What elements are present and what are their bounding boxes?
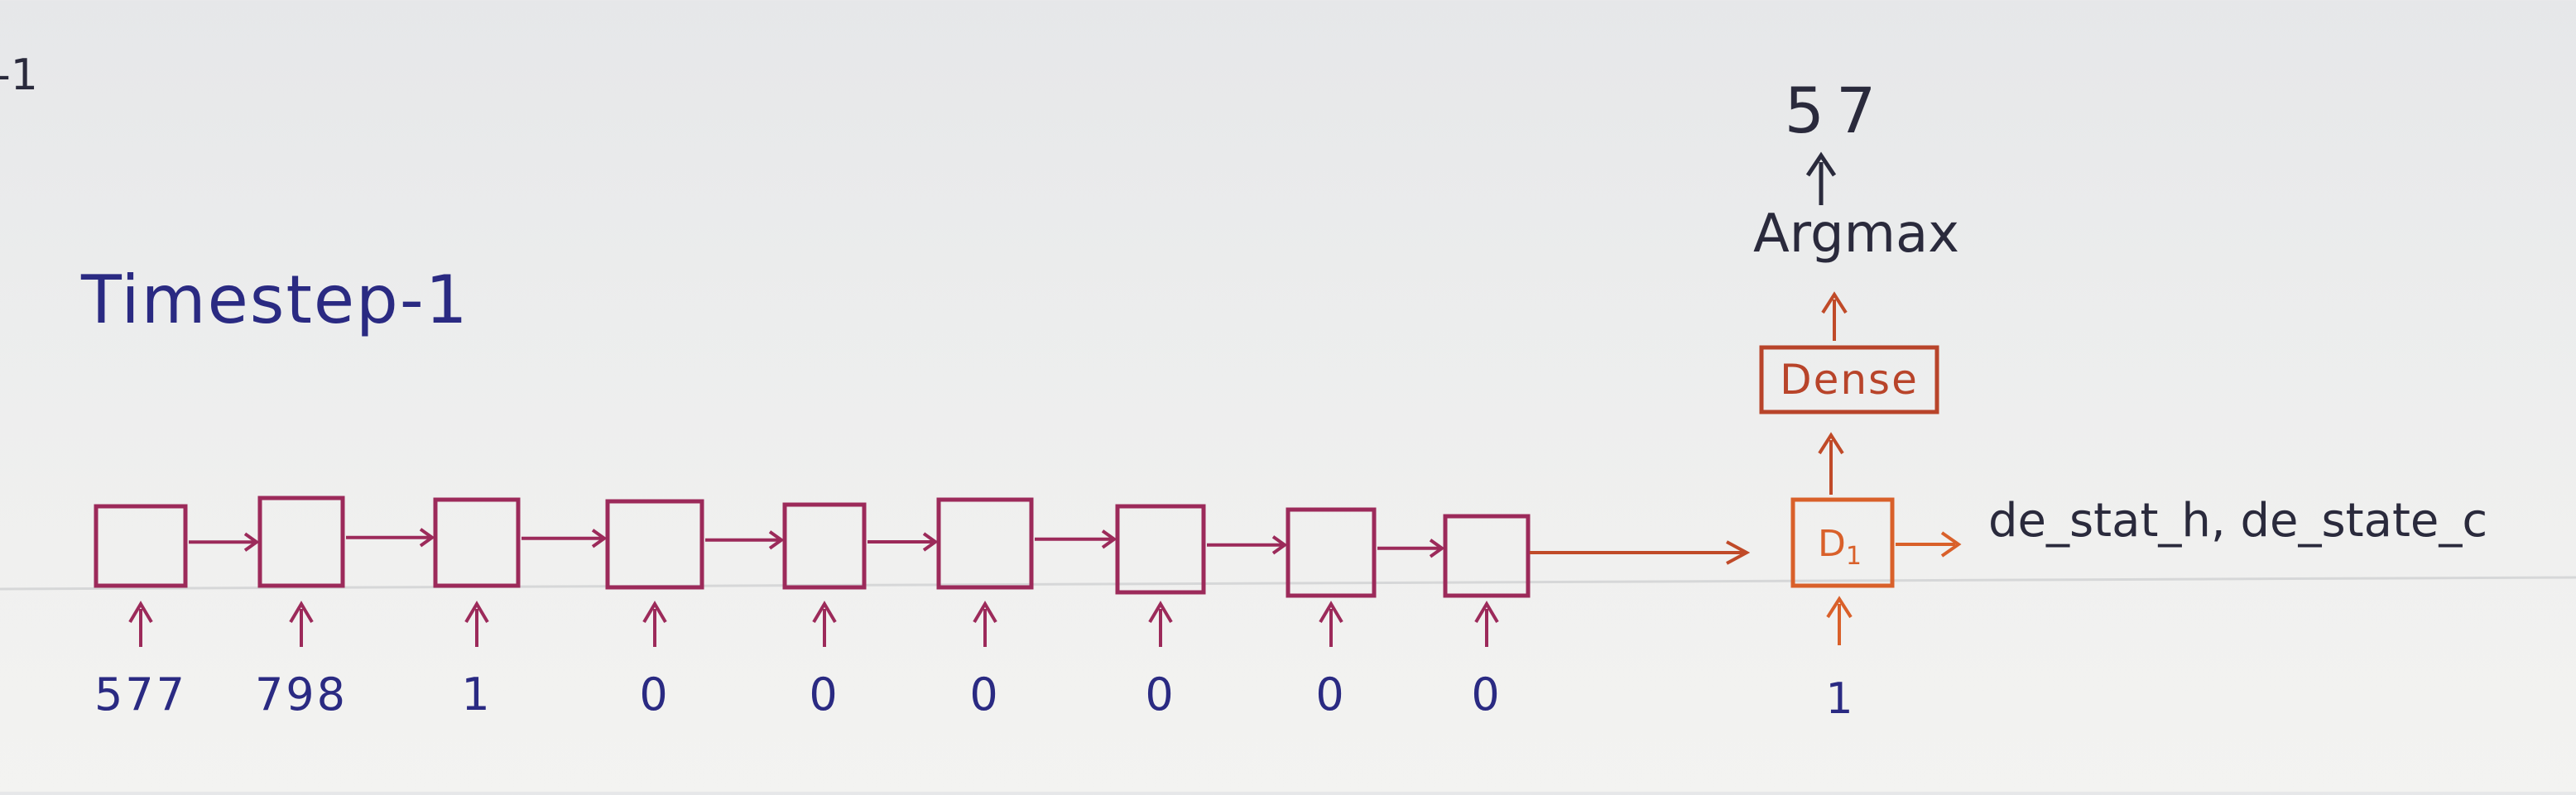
encoder-state-arrowhead	[1271, 535, 1288, 555]
encoder-state-arrowhead	[419, 528, 435, 548]
encoder-input-arrowhead	[289, 601, 314, 624]
dense-to-argmax-arrowhead	[1821, 291, 1848, 314]
encoder-state-arrowhead	[1429, 539, 1445, 558]
decoder-input-arrowhead	[1826, 596, 1853, 619]
decoder-state-output-label: de_stat_h, de_state_c	[1988, 494, 2487, 548]
encoder-cell	[257, 496, 345, 588]
argmax-to-prediction-arrowhead	[1805, 151, 1837, 177]
dense-layer-label: Dense	[1780, 356, 1919, 404]
decoder-block: D1 1 de_stat_h, de_state_c Dense Argmax	[1530, 74, 2487, 724]
encoder-cell	[605, 499, 704, 590]
encoder-input-value: 0	[639, 668, 670, 721]
encoder-cell	[782, 502, 867, 590]
decoder-input-value: 1	[1825, 674, 1853, 724]
encoder-state-arrowhead	[591, 529, 608, 548]
diagram-title: Timestep-1	[80, 261, 469, 338]
encoder-input-value: 0	[1145, 668, 1175, 721]
decoder-cell-label: D1	[1818, 523, 1862, 571]
encoder-cell	[433, 497, 521, 588]
edge-label: -1	[0, 50, 38, 100]
encoder-input-value: 1	[461, 668, 492, 721]
decoder-cell-d1	[1790, 497, 1895, 588]
encoder-cell	[94, 504, 188, 588]
encoder-input-value: 0	[1471, 668, 1502, 721]
dense-layer-box	[1759, 345, 1939, 414]
encoder-input-arrowhead	[1319, 601, 1343, 624]
encoder-state-arrowhead	[1101, 529, 1117, 549]
encoder-chain: 577 798 1 0 0 0 0 0 0	[94, 496, 1531, 721]
encoder-input-value: 0	[1315, 668, 1346, 721]
decoder-state-arrowhead	[1940, 531, 1962, 558]
encoder-input-arrowhead	[464, 601, 489, 624]
prediction-value: 57	[1785, 74, 1888, 147]
encoder-input-value: 0	[809, 668, 839, 721]
encoder-input-value: 577	[94, 668, 187, 721]
encoder-input-arrowhead	[642, 601, 667, 624]
encoder-state-arrowhead	[243, 532, 260, 552]
encoder-input-arrowhead	[812, 601, 837, 624]
encoder-input-arrowhead	[973, 601, 997, 624]
argmax-label: Argmax	[1753, 204, 1959, 265]
encoder-state-arrowhead	[768, 530, 785, 550]
encoder-cell	[1115, 504, 1206, 595]
encoder-cell	[1286, 507, 1377, 598]
encoder-input-arrowhead	[1474, 601, 1499, 624]
encoder-cell	[1443, 514, 1531, 598]
encoder-state-arrowhead	[922, 532, 939, 552]
encoder-input-arrowhead	[128, 601, 153, 624]
decoder-to-dense-arrowhead	[1818, 432, 1844, 455]
encoder-input-value: 798	[255, 668, 348, 721]
encoder-cell	[936, 497, 1034, 590]
encoder-input-value: 0	[969, 668, 1000, 721]
encoder-input-arrowhead	[1148, 601, 1173, 624]
